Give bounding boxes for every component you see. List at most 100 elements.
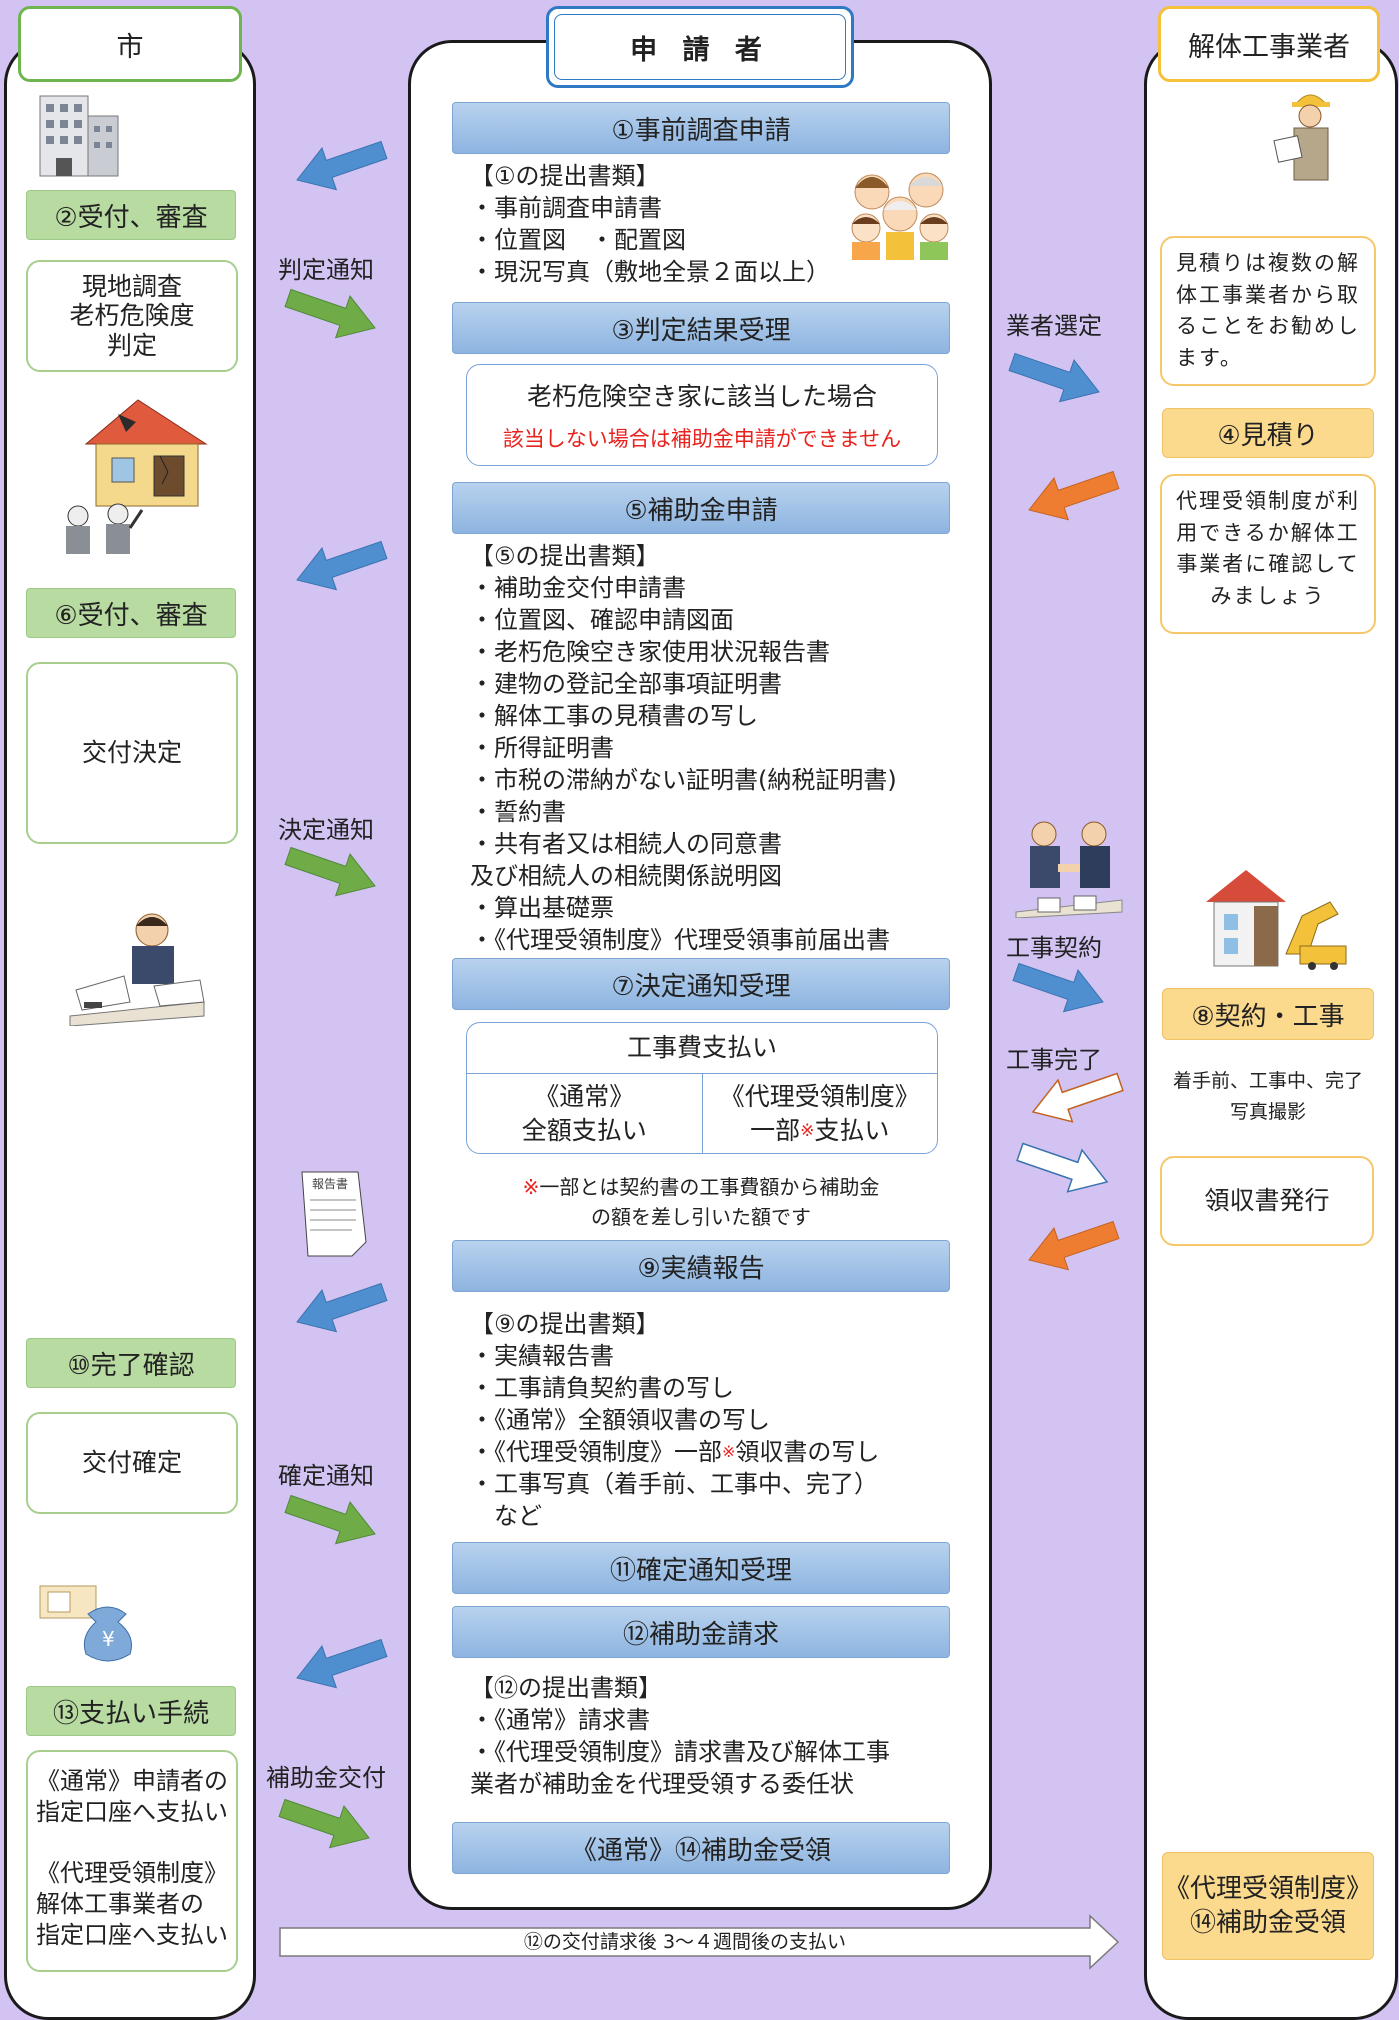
label-judgement-notice: 判定通知	[278, 256, 374, 284]
note-line-2: の額を差し引いた額です	[591, 1205, 811, 1229]
green-arrow	[280, 1482, 383, 1556]
step-12-subsidy-request: ⑫補助金請求	[452, 1606, 950, 1658]
outline-arrow-payment	[1012, 1130, 1115, 1204]
payment-normal: 《通常》 全額支払い	[467, 1074, 703, 1153]
judgement-main: 老朽危険空き家に該当した場合	[526, 382, 877, 411]
blue-arrow	[1008, 950, 1111, 1024]
label-contract: 工事契約	[1006, 934, 1102, 962]
step-1-pre-survey: ①事前調査申請	[452, 102, 950, 154]
docs-5-item: ・位置図、確認申請図面	[470, 606, 734, 634]
step-2-reception-review: ②受付、審査	[26, 190, 236, 240]
docs-5-item: ・共有者又は相続人の同意書	[470, 830, 782, 858]
payment-table: 工事費支払い 《通常》 全額支払い 《代理受領制度》 一部※支払い	[466, 1022, 938, 1154]
blue-arrow	[289, 128, 392, 202]
payment-proxy-value-suffix: 支払い	[814, 1116, 890, 1145]
blue-arrow	[289, 1626, 392, 1700]
docs-5-item: ・建物の登記全部事項証明書	[470, 670, 782, 698]
inspectors-icon	[66, 503, 144, 554]
payment-proxy-value: 一部	[750, 1116, 801, 1145]
asterisk-mark: ※	[722, 1442, 736, 1461]
docs-5-item: ・解体工事の見積書の写し	[470, 702, 758, 730]
svg-text:報告書: 報告書	[312, 1177, 348, 1191]
step-5-subsidy-application: ⑤補助金申請	[452, 482, 950, 534]
label-timeline: ⑫の交付請求後 3～４週間後の支払い	[523, 1931, 847, 1953]
handshake-icon	[1015, 821, 1123, 918]
docs-12-item: ・《通常》請求書	[470, 1706, 650, 1734]
payment-normal-text: 《通常》申請者の 指定口座へ支払い	[36, 1767, 228, 1826]
blue-arrow	[289, 528, 392, 602]
docs-1-title: 【①の提出書類】	[470, 162, 660, 190]
payment-normal-label: 《通常》	[534, 1082, 635, 1111]
payment-normal-value: 全額支払い	[521, 1116, 647, 1145]
photos-note: 着手前、工事中、完了 写真撮影	[1172, 1070, 1363, 1123]
decision-box: 交付決定	[26, 662, 238, 844]
label-subsidy-grant: 補助金交付	[266, 1764, 386, 1792]
city-header: 市	[18, 6, 242, 82]
applicant-header: 申 請 者	[554, 14, 846, 80]
report-document-icon: 報告書	[301, 1171, 367, 1257]
docs-9-item: ・実績報告書	[470, 1342, 614, 1370]
contractor-header: 解体工事業者	[1158, 6, 1380, 82]
receipt-box: 領収書発行	[1160, 1156, 1374, 1246]
note-line-1: 一部とは契約書の工事費額から補助金	[539, 1175, 880, 1199]
payment-table-title: 工事費支払い	[467, 1023, 937, 1074]
note-mark: ※	[522, 1175, 540, 1199]
docs-1-item: ・位置図 ・配置図	[470, 226, 686, 254]
timeline-arrow	[279, 1914, 1120, 1970]
proxy-check-box: 代理受領制度が利用できるか解体工事業者に確認してみましょう	[1160, 474, 1376, 634]
money-bag-icon: ¥	[39, 1585, 132, 1662]
orange-arrow	[1021, 458, 1124, 532]
blue-arrow	[1004, 340, 1107, 414]
docs-9-item: ・工事写真（着手前、工事中、完了）	[470, 1470, 878, 1498]
docs-5-item: ・誓約書	[470, 798, 566, 826]
step-13-payment-procedure: ⑬支払い手続	[26, 1686, 236, 1736]
label-decision-notice: 決定通知	[278, 816, 374, 844]
label-confirm-notice: 確定通知	[278, 1462, 374, 1490]
label-completion: 工事完了	[1006, 1046, 1102, 1074]
payment-proxy: 《代理受領制度》 一部※支払い	[703, 1074, 938, 1153]
label-contractor-select: 業者選定	[1006, 312, 1102, 340]
demolition-house-icon	[1206, 870, 1347, 970]
partial-note: ※一部とは契約書の工事費額から補助金 の額を差し引いた額です	[452, 1172, 950, 1232]
green-arrow	[280, 276, 383, 350]
survey-box: 現地調査 老朽危険度 判定	[26, 260, 238, 372]
step-3-judgement-receipt: ③判定結果受理	[452, 302, 950, 354]
step-8-contract-construction: ⑧契約・工事	[1162, 988, 1374, 1040]
payment-box: 《通常》申請者の 指定口座へ支払い 《代理受領制度》 解体工事業者の 指定口座へ…	[26, 1750, 238, 1972]
worker-clipboard-icon	[1273, 94, 1330, 181]
docs-1-item: ・事前調査申請書	[470, 194, 662, 222]
docs-12-item: ・《代理受領制度》請求書及び解体工事	[470, 1738, 890, 1766]
step-7-decision-receipt: ⑦決定通知受理	[452, 958, 950, 1010]
docs-9-title: 【⑨の提出書類】	[470, 1310, 660, 1338]
docs-9-item: など	[470, 1502, 542, 1530]
confirm-box: 交付確定	[26, 1412, 238, 1514]
docs-5-item: ・補助金交付申請書	[470, 574, 686, 602]
docs-9-item: ・工事請負契約書の写し	[470, 1374, 734, 1402]
judgement-warning: 該当しない場合は補助金申請ができません	[502, 427, 902, 451]
applicant-header-frame: 申 請 者	[546, 6, 854, 88]
outline-arrow-completion	[1025, 1060, 1128, 1134]
docs-5-item: ・算出基礎票	[470, 894, 614, 922]
advice-box: 見積りは複数の解体工事業者から取ることをお勧めします。	[1160, 236, 1376, 386]
docs-9-item: ・《通常》全額領収書の写し	[470, 1406, 770, 1434]
step-14-proxy-receipt: 《代理受領制度》 ⑭補助金受領	[1162, 1852, 1374, 1960]
green-arrow	[274, 1786, 377, 1860]
svg-text:¥: ¥	[102, 1627, 115, 1651]
orange-arrow	[1021, 1208, 1124, 1282]
docs-1-item: ・現況写真（敷地全景２面以上）	[470, 258, 830, 286]
docs-12-item: 業者が補助金を代理受領する委任状	[470, 1770, 854, 1798]
payment-proxy-label: 《代理受領制度》	[719, 1082, 920, 1111]
green-arrow	[280, 834, 383, 908]
docs-5-title: 【⑤の提出書類】	[470, 542, 660, 570]
damaged-house-icon	[84, 399, 208, 507]
blue-arrow	[289, 1270, 392, 1344]
docs-5-item: ・所得証明書	[470, 734, 614, 762]
asterisk-mark: ※	[800, 1121, 815, 1141]
step-10-completion-check: ⑩完了確認	[26, 1338, 236, 1388]
docs-5-item: ・老朽危険空き家使用状況報告書	[470, 638, 830, 666]
docs-12-title: 【⑫の提出書類】	[470, 1674, 662, 1702]
family-icon	[851, 172, 949, 260]
step-14-normal-receipt: 《通常》⑭補助金受領	[452, 1822, 950, 1874]
docs-5-item: 及び相続人の相続関係説明図	[470, 862, 782, 890]
step-9-performance-report: ⑨実績報告	[452, 1240, 950, 1292]
